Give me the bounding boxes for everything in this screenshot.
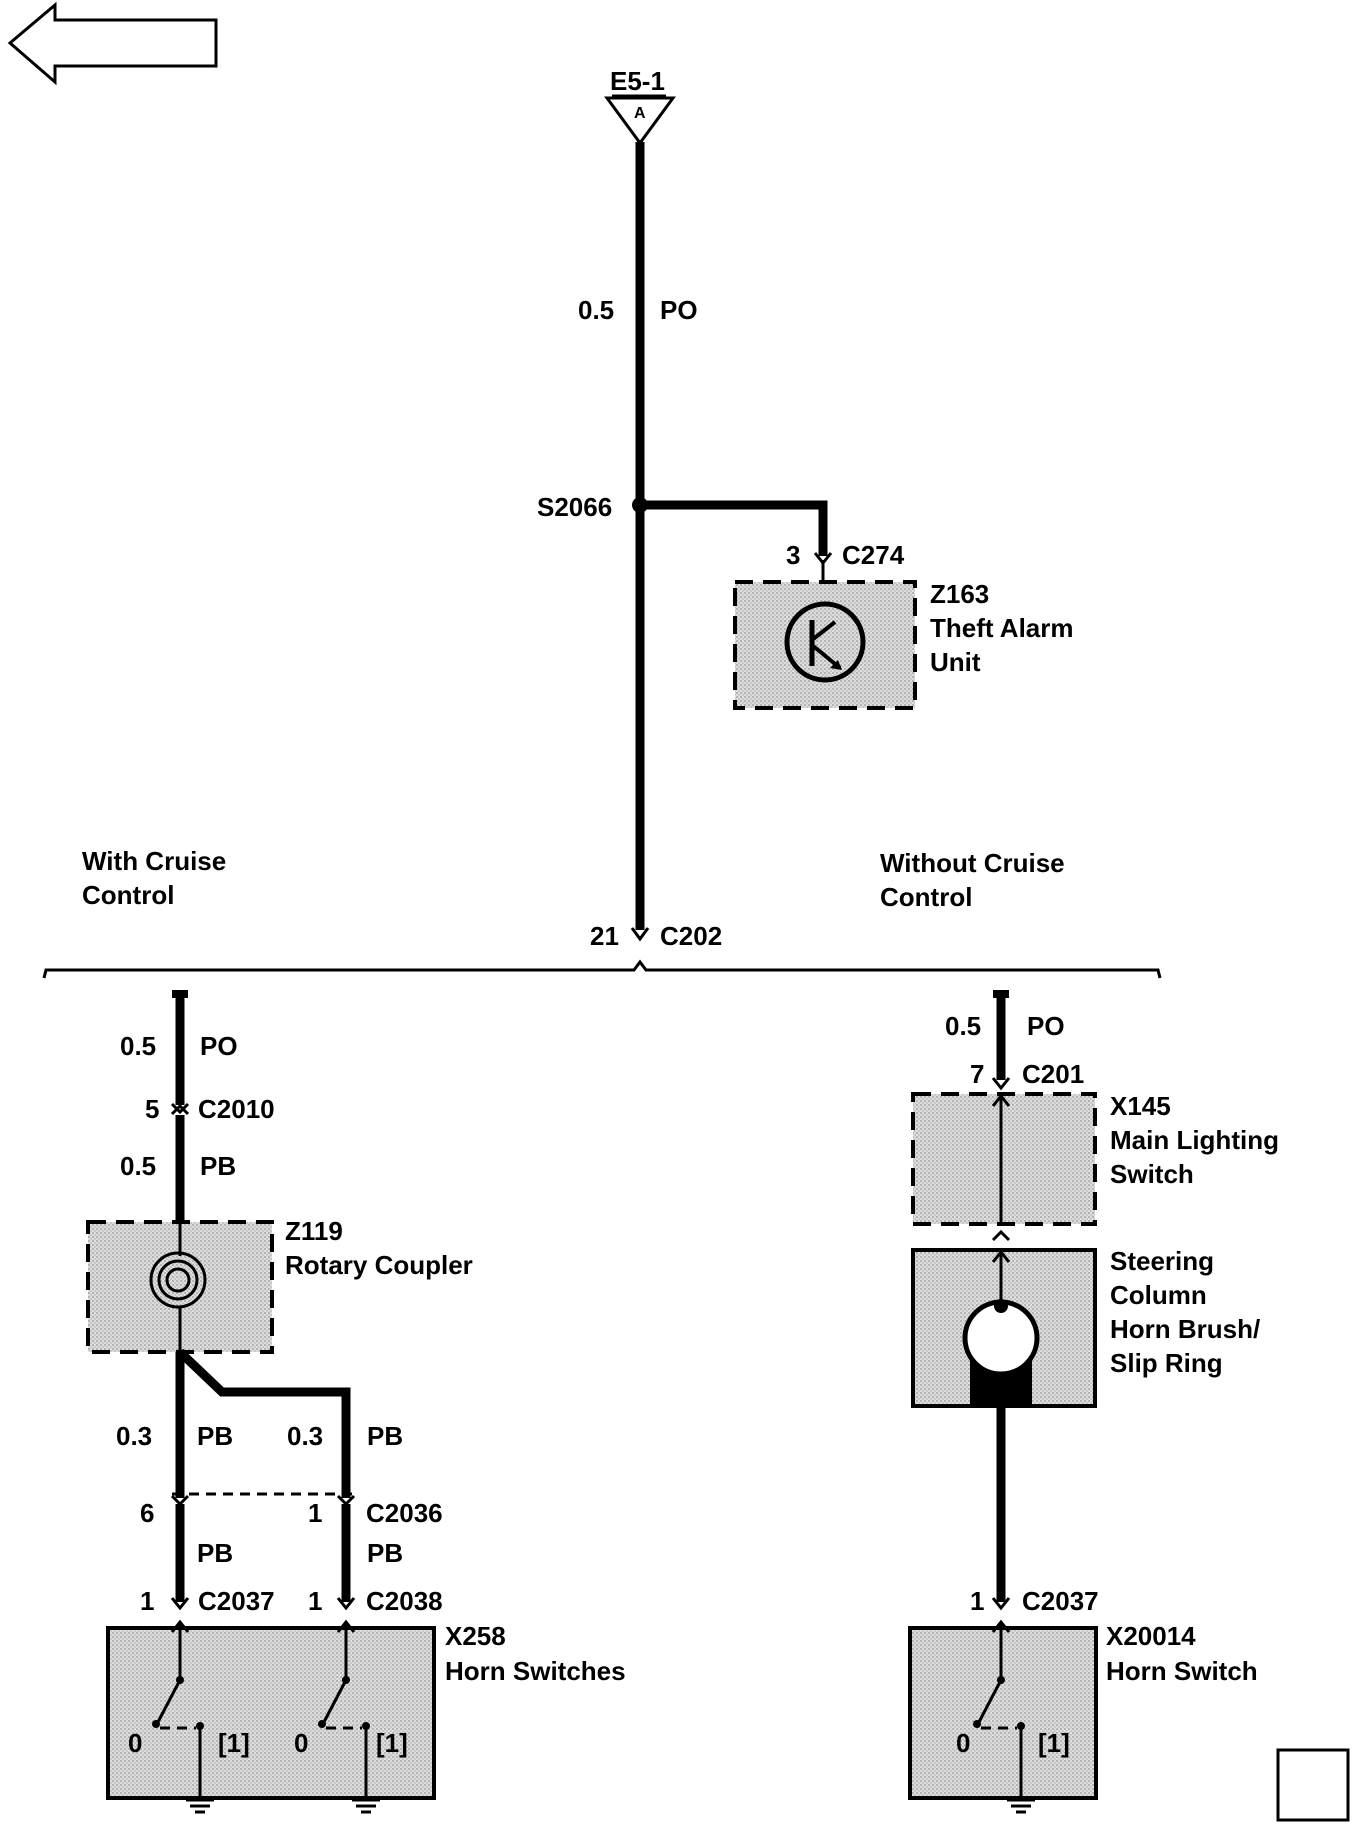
horn-switch-name: Horn Switch xyxy=(1106,1656,1258,1686)
slip-ring-icon xyxy=(962,1299,1040,1406)
connector-c202-symbol xyxy=(630,927,650,942)
theft-unit-name2: Unit xyxy=(930,647,981,677)
wire-main-size: 0.5 xyxy=(578,295,614,325)
ground-icon xyxy=(352,1798,380,1814)
left-c2036-pin-a: 6 xyxy=(140,1498,154,1528)
left-w3a-color: PB xyxy=(197,1421,233,1451)
connector-c2010-symbol xyxy=(170,1102,190,1116)
switch2-pos0: 0 xyxy=(294,1728,308,1758)
c202-id: C202 xyxy=(660,921,722,951)
horn-switch-id: X20014 xyxy=(1106,1621,1196,1651)
horn-switch-2-icon xyxy=(318,1619,370,1800)
left-c2010-pin: 5 xyxy=(145,1094,159,1124)
coupler-name: Rotary Coupler xyxy=(285,1250,473,1280)
left-w1-size: 0.5 xyxy=(120,1031,156,1061)
connector-c2037-left-symbol xyxy=(170,1597,190,1611)
right-switch-pos0: 0 xyxy=(956,1728,970,1758)
connector-c2037-right-symbol xyxy=(991,1597,1011,1611)
left-c2037-pin: 1 xyxy=(140,1586,154,1616)
without-cruise-label-1: Without Cruise xyxy=(880,848,1065,878)
c202-pin: 21 xyxy=(590,921,619,951)
horn-switches-id: X258 xyxy=(445,1621,506,1651)
theft-conn-id: C274 xyxy=(842,540,905,570)
horn-switch-box xyxy=(908,1626,1098,1800)
left-w1-color: PO xyxy=(200,1031,238,1061)
switch1-pos1: [1] xyxy=(218,1728,250,1758)
horn-switches-name: Horn Switches xyxy=(445,1656,626,1686)
lighting-name1: Main Lighting xyxy=(1110,1125,1279,1155)
slip-label-1: Steering xyxy=(1110,1246,1214,1276)
coupler-id: Z119 xyxy=(285,1216,343,1246)
splice-dot xyxy=(632,497,648,513)
ground-icon xyxy=(186,1798,214,1814)
left-c2036-pin-b: 1 xyxy=(308,1498,322,1528)
left-w3a-size: 0.3 xyxy=(116,1421,152,1451)
theft-unit-id: Z163 xyxy=(930,579,989,609)
right-c2037-id: C2037 xyxy=(1022,1586,1099,1616)
slip-label-2: Column xyxy=(1110,1280,1207,1310)
connector-c201-symbol xyxy=(991,1077,1011,1091)
coil-spring-icon xyxy=(149,1251,207,1309)
main-lighting-switch-box xyxy=(911,1092,1097,1226)
left-wire-cap xyxy=(172,990,188,998)
lighting-name2: Switch xyxy=(1110,1159,1194,1189)
theft-conn-pin: 3 xyxy=(786,540,800,570)
left-w2-color: PB xyxy=(200,1151,236,1181)
left-c2010-id: C2010 xyxy=(198,1094,275,1124)
left-w3b-size: 0.3 xyxy=(287,1421,323,1451)
right-switch-pos1: [1] xyxy=(1038,1728,1070,1758)
splice-id: S2066 xyxy=(537,492,612,522)
left-w2-size: 0.5 xyxy=(120,1151,156,1181)
left-w3b-color: PB xyxy=(367,1421,403,1451)
right-wire-cap xyxy=(993,990,1009,998)
switch1-pos0: 0 xyxy=(128,1728,142,1758)
slip-label-3: Horn Brush/ xyxy=(1110,1314,1260,1344)
left-w4b-color: PB xyxy=(367,1538,403,1568)
wire-to-theft xyxy=(645,500,828,556)
right-c201-pin: 7 xyxy=(970,1059,984,1089)
slip-label-4: Slip Ring xyxy=(1110,1348,1223,1378)
theft-alarm-unit-box xyxy=(733,580,917,710)
supply-pin: A xyxy=(634,105,646,122)
with-cruise-label-1: With Cruise xyxy=(82,846,226,876)
right-c2037-pin: 1 xyxy=(970,1586,984,1616)
wire-main-color: PO xyxy=(660,295,698,325)
with-cruise-label-2: Control xyxy=(82,880,174,910)
left-c2038-pin: 1 xyxy=(308,1586,322,1616)
back-arrow-icon[interactable] xyxy=(7,1,218,86)
switch2-pos1: [1] xyxy=(376,1728,408,1758)
right-w1-color: PO xyxy=(1027,1011,1065,1041)
supply-triangle-icon xyxy=(604,96,676,146)
theft-unit-name1: Theft Alarm xyxy=(930,613,1074,643)
left-c2037-id: C2037 xyxy=(198,1586,275,1616)
left-c2036-id: C2036 xyxy=(366,1498,443,1528)
left-c2038-id: C2038 xyxy=(366,1586,443,1616)
connector-c2038-symbol xyxy=(336,1597,356,1611)
ground-icon xyxy=(1007,1798,1035,1814)
horn-switches-box xyxy=(106,1626,436,1800)
horn-switch-1-icon xyxy=(152,1619,204,1800)
transistor-icon xyxy=(784,601,866,683)
lighting-id: X145 xyxy=(1110,1091,1171,1121)
left-w4a-color: PB xyxy=(197,1538,233,1568)
link-symbol xyxy=(991,1229,1011,1242)
left-wire-pb-b xyxy=(176,1348,351,1498)
horn-switch-icon xyxy=(973,1619,1025,1800)
corner-square-button[interactable] xyxy=(1276,1748,1350,1822)
right-c201-id: C201 xyxy=(1022,1059,1084,1089)
supply-id: E5-1 xyxy=(610,66,665,96)
option-split-line xyxy=(42,959,1162,979)
right-w1-size: 0.5 xyxy=(945,1011,981,1041)
without-cruise-label-2: Control xyxy=(880,882,972,912)
